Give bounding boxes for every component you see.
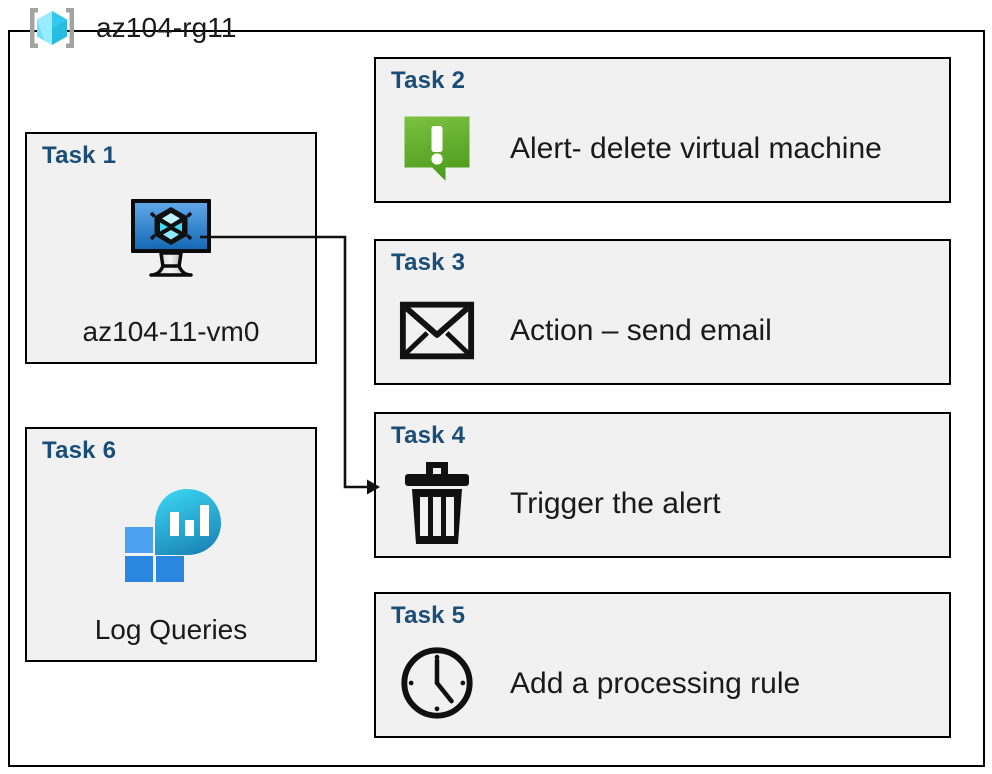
task6-card[interactable]: Task 6 Log Queri	[25, 427, 317, 662]
task5-card[interactable]: Task 5 Add a processing rule	[374, 592, 951, 738]
task1-icon-wrap	[27, 192, 315, 284]
resource-group-frame	[8, 30, 985, 767]
trash-can-icon	[405, 462, 469, 544]
task6-label: Log Queries	[94, 614, 248, 645]
task1-card[interactable]: Task 1	[25, 132, 317, 364]
task5-label: Add a processing rule	[510, 666, 801, 700]
task2-title: Task 2	[391, 67, 466, 94]
task5-title: Task 5	[391, 602, 466, 629]
clock-icon	[401, 647, 473, 719]
log-analytics-icon	[125, 489, 221, 582]
task3-title: Task 3	[391, 249, 466, 276]
azure-resource-group-icon	[30, 8, 74, 48]
task4-row: Trigger the alert	[398, 456, 939, 550]
task5-icon-wrap	[398, 640, 476, 726]
task4-label: Trigger the alert	[510, 486, 721, 520]
task6-title: Task 6	[42, 437, 117, 464]
task2-row: Alert- delete virtual machine	[398, 101, 939, 195]
task3-row: Action – send email	[398, 283, 939, 377]
virtual-machine-icon	[131, 199, 211, 277]
task1-title: Task 1	[42, 142, 117, 169]
alert-bubble-icon	[403, 115, 471, 184]
resource-group-header: az104-rg11	[22, 2, 237, 54]
task3-card[interactable]: Task 3 Action – send email	[374, 239, 951, 385]
task4-title: Task 4	[391, 422, 466, 449]
resource-group-name: az104-rg11	[96, 12, 237, 43]
task2-label: Alert- delete virtual machine	[510, 131, 882, 165]
task1-label: az104-11-vm0	[82, 316, 260, 347]
task6-icon-wrap	[27, 487, 315, 582]
task2-card[interactable]: Task 2 Alert- delete virtual machine	[374, 57, 951, 203]
task4-icon-wrap	[398, 458, 476, 548]
task2-icon-wrap	[398, 110, 476, 186]
task4-card[interactable]: Task 4 Trigger the alert	[374, 412, 951, 558]
task3-label: Action – send email	[510, 313, 772, 347]
frame-label-notch	[32, 54, 282, 72]
task3-icon-wrap	[398, 297, 476, 363]
task5-row: Add a processing rule	[398, 636, 939, 730]
envelope-icon	[399, 301, 475, 360]
